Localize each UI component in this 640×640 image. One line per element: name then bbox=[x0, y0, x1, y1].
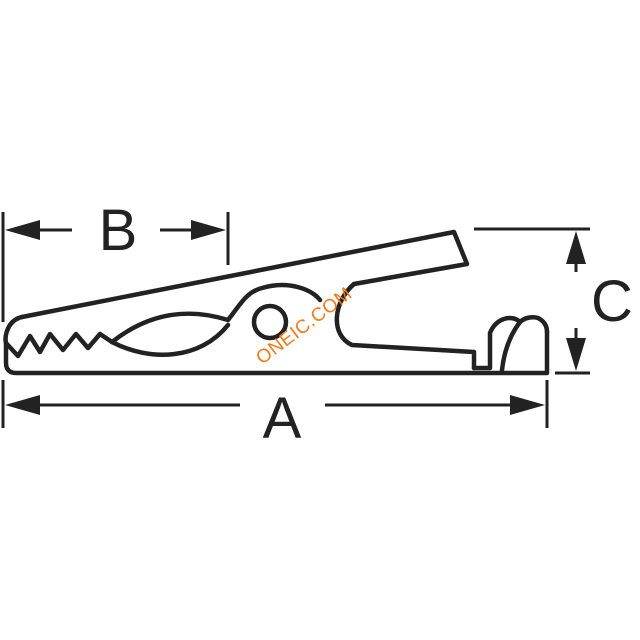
dimension-a-arrow-left bbox=[5, 395, 40, 415]
dimension-c-arrow-top bbox=[566, 231, 586, 264]
rear-crimp-tab bbox=[471, 314, 550, 371]
watermark: ONEIC.COM bbox=[252, 283, 356, 369]
dimension-a: A bbox=[1, 380, 549, 451]
upper-jaw-teeth bbox=[3, 314, 115, 359]
dimension-b-arrow-left bbox=[5, 220, 40, 240]
clip-bottom-edge bbox=[3, 329, 550, 376]
clip-outline bbox=[3, 229, 550, 376]
dimension-a-label: A bbox=[263, 386, 302, 451]
dimension-b-label: B bbox=[99, 198, 138, 263]
jaw-mouth-curve bbox=[109, 311, 231, 345]
upper-jaw-edge bbox=[19, 229, 470, 320]
pivot-rivet bbox=[251, 303, 289, 341]
rear-crimp-fold bbox=[499, 319, 523, 373]
dimension-c-label: C bbox=[591, 269, 633, 334]
lever-underside bbox=[334, 281, 477, 371]
dimension-a-arrow-right bbox=[510, 395, 545, 415]
lower-jaw-curve bbox=[109, 322, 231, 357]
dimension-b: B bbox=[1, 198, 230, 322]
pivot-hump bbox=[225, 282, 323, 323]
dimension-c-arrow-bottom bbox=[566, 338, 586, 371]
dimension-c: C bbox=[474, 227, 633, 375]
dimension-b-arrow-right bbox=[191, 220, 226, 240]
